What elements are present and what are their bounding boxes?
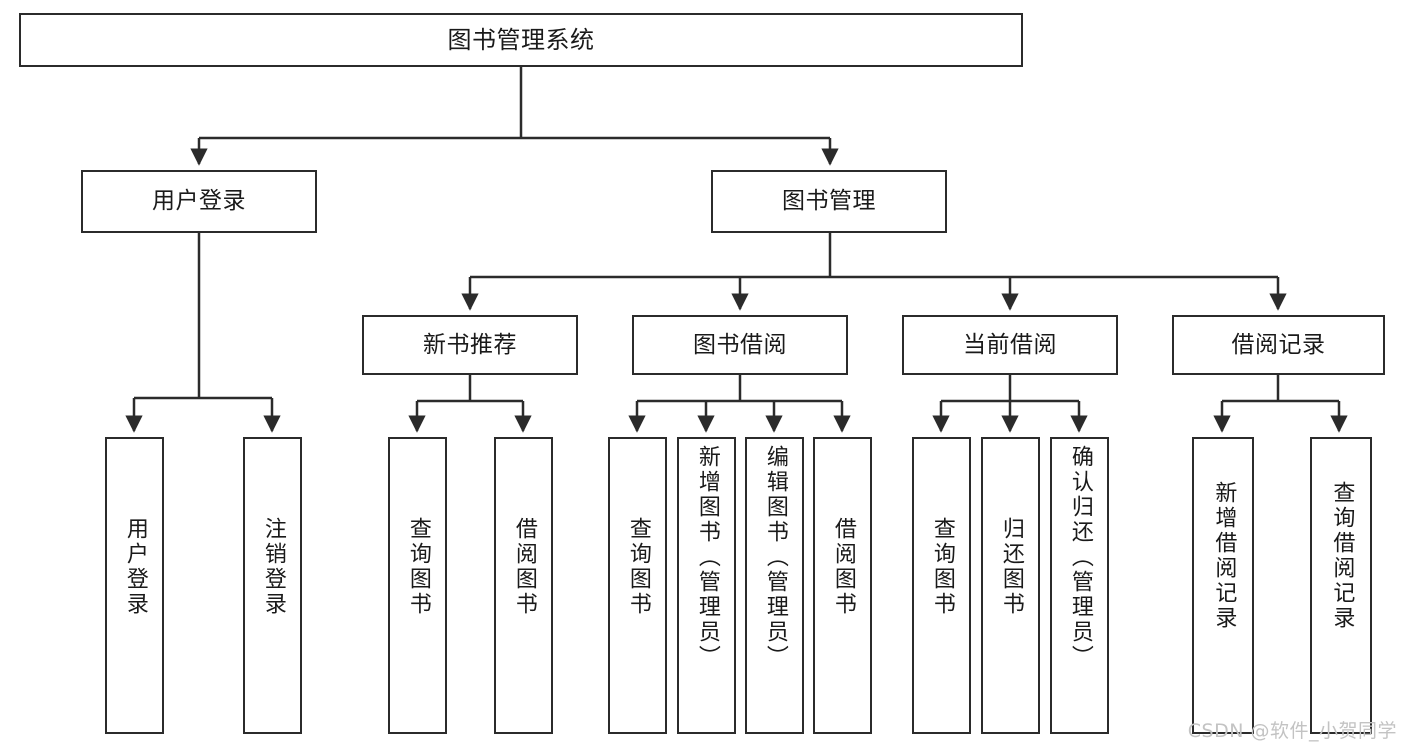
node-label: 用户登录 [122, 517, 148, 617]
node-label: 查询图书 [405, 517, 431, 617]
node-label: 新书推荐 [423, 331, 517, 358]
node-book-borrow[interactable]: 图书借阅 [632, 315, 848, 375]
node-label: 图书管理系统 [447, 26, 595, 54]
node-label: 归还图书 [998, 517, 1024, 617]
leaf-query-book-borrow[interactable]: 查询图书 [608, 437, 667, 734]
node-current-borrow[interactable]: 当前借阅 [902, 315, 1118, 375]
node-label: 用户登录 [152, 188, 246, 214]
leaf-edit-book-admin[interactable]: 编辑图书（管理员） [745, 437, 804, 734]
node-label: 注销登录 [260, 517, 286, 617]
node-label: 图书借阅 [693, 331, 787, 358]
node-label: 图书管理 [782, 188, 876, 214]
leaf-confirm-return-admin[interactable]: 确认归还（管理员） [1050, 437, 1109, 734]
node-label: 借阅记录 [1231, 331, 1326, 358]
node-book-management[interactable]: 图书管理 [711, 170, 947, 233]
node-label: 查询图书 [625, 517, 651, 617]
node-label: 借阅图书 [511, 517, 537, 617]
node-label: 确认归还（管理员） [1067, 445, 1093, 670]
leaf-logout[interactable]: 注销登录 [243, 437, 302, 734]
node-label: 新增图书（管理员） [694, 445, 720, 670]
node-label: 新增借阅记录 [1211, 481, 1237, 631]
node-new-book-recommend[interactable]: 新书推荐 [362, 315, 578, 375]
node-label: 编辑图书（管理员） [762, 445, 788, 670]
leaf-add-borrow-record[interactable]: 新增借阅记录 [1192, 437, 1254, 734]
node-label: 查询图书 [929, 517, 955, 617]
node-label: 当前借阅 [963, 331, 1057, 358]
leaf-query-borrow-record[interactable]: 查询借阅记录 [1310, 437, 1372, 734]
leaf-user-login[interactable]: 用户登录 [105, 437, 164, 734]
node-borrow-record[interactable]: 借阅记录 [1172, 315, 1385, 375]
node-root-system[interactable]: 图书管理系统 [19, 13, 1023, 67]
node-user-login[interactable]: 用户登录 [81, 170, 317, 233]
node-label: 查询借阅记录 [1329, 481, 1355, 631]
leaf-query-book-current[interactable]: 查询图书 [912, 437, 971, 734]
leaf-borrow-book-newbook[interactable]: 借阅图书 [494, 437, 553, 734]
leaf-borrow-book[interactable]: 借阅图书 [813, 437, 872, 734]
leaf-query-book-newbook[interactable]: 查询图书 [388, 437, 447, 734]
csdn-watermark: CSDN @软件_小贺同学 [1187, 720, 1397, 742]
leaf-return-book[interactable]: 归还图书 [981, 437, 1040, 734]
node-label: 借阅图书 [830, 517, 856, 617]
leaf-add-book-admin[interactable]: 新增图书（管理员） [677, 437, 736, 734]
